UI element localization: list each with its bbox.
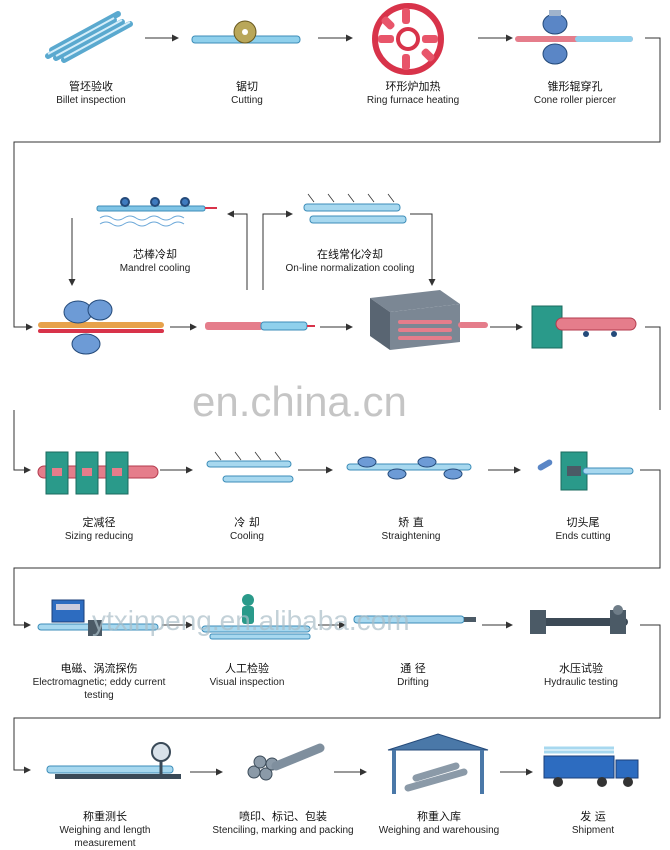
sizing-stands-icon xyxy=(37,451,159,495)
step-visual-inspection: 人工检验 Visual inspection xyxy=(209,662,285,688)
rolling-mill-icon xyxy=(38,299,164,355)
drift-tool-icon xyxy=(353,615,476,624)
scale-icon xyxy=(46,742,181,779)
wrap-arrow-2b xyxy=(13,410,31,474)
saw-icon xyxy=(191,20,301,44)
step-cone-roller-piercer: 锥形辊穿孔 Cone roller piercer xyxy=(533,80,617,106)
step-stenciling-packing: 喷印、标记、包装 Stenciling, marking and packing xyxy=(212,810,354,836)
step-normalization-cooling: 在线常化冷却 On-line normalization cooling xyxy=(285,248,415,274)
pipe-bundle-icon xyxy=(247,743,325,781)
step-hydraulic-testing: 水压试验 Hydraulic testing xyxy=(544,662,618,688)
wrap-arrow-1 xyxy=(13,37,661,331)
step-straightening: 矫 直 Straightening xyxy=(381,516,441,542)
step-cooling: 冷 却 Cooling xyxy=(230,516,264,542)
arrow-norm-out xyxy=(410,213,436,286)
reheating-furnace-icon xyxy=(370,290,488,350)
wrap-arrow-4 xyxy=(13,624,661,774)
step-ends-cutting: 切头尾 Ends cutting xyxy=(555,516,611,542)
step-weighing-length: 称重测长 Weighing and length measurement xyxy=(59,810,151,849)
descaling-box-icon xyxy=(531,305,637,349)
step-sizing-reducing: 定减径 Sizing reducing xyxy=(64,516,134,542)
watermark-main: en.china.cn xyxy=(186,378,413,426)
inspector-icon xyxy=(201,594,311,640)
wrap-arrow-3 xyxy=(13,469,661,629)
straightener-icon xyxy=(346,456,472,480)
cooling-bed-icon xyxy=(206,451,294,483)
ring-furnace-icon xyxy=(372,3,444,75)
wrap-arrow-2a xyxy=(645,326,661,410)
piercer-rollers-icon xyxy=(515,10,633,65)
step-weighing-warehousing: 称重入库 Weighing and warehousing xyxy=(378,810,500,836)
eddy-current-tester-icon xyxy=(37,599,159,636)
step-billet-inspection: 管坯验收 Billet inspection xyxy=(56,80,126,106)
end-cutter-icon xyxy=(537,451,634,491)
step-drifting: 通 径 Drifting xyxy=(397,662,429,688)
arrow-mandrel-return xyxy=(227,210,248,290)
step-mandrel-cooling: 芯棒冷却 Mandrel cooling xyxy=(119,248,191,274)
watermark-secondary: ytxinpeng.en.alibaba.com xyxy=(92,605,410,636)
step-ring-furnace-heating: 环形炉加热 Ring furnace heating xyxy=(366,80,460,106)
warehouse-icon xyxy=(387,733,489,794)
step-eddy-current-testing: 电磁、涡流探伤 Electromagnetic; eddy current te… xyxy=(32,662,166,701)
hydraulic-tester-icon xyxy=(530,605,628,634)
arrow-norm-in xyxy=(262,210,293,290)
billet-bundle-icon xyxy=(45,11,133,63)
truck-icon xyxy=(543,746,639,787)
step-shipment: 发 运 Shipment xyxy=(571,810,615,836)
normalization-cooling-icon xyxy=(303,193,407,224)
step-cutting: 锯切 Cutting xyxy=(231,80,263,106)
mandrel-bar-icon xyxy=(205,321,315,331)
mandrel-cooling-icon xyxy=(96,197,217,227)
